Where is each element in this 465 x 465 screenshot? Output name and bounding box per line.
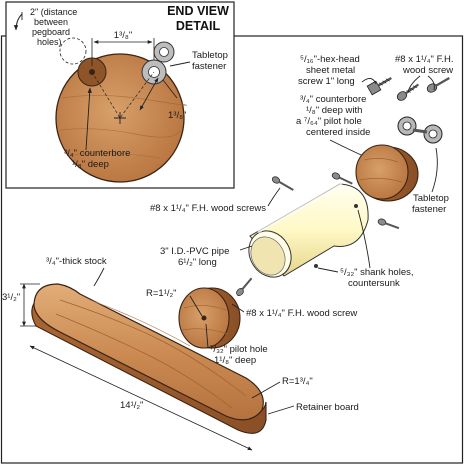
- radius-large: R=1³/₄": [282, 376, 313, 387]
- fh-screw-top-line1: #8 x 1¹/₄" F.H.: [395, 54, 453, 65]
- upper-right-screws: [366, 76, 450, 101]
- shank-line1: ⁵/₃₂" shank holes,: [340, 267, 414, 278]
- dim-top-label: 1³/₈": [114, 30, 132, 41]
- pvc-line1: 3" I.D.-PVC pipe: [160, 246, 229, 257]
- detail-fastener-line2: fastener: [192, 61, 226, 72]
- hole-note-line3: pegboard: [32, 27, 70, 37]
- pvc-pipe: [248, 182, 369, 278]
- pilot-line1: ⁷/₃₂" pilot hole: [210, 344, 268, 355]
- end-view-detail-inset: END VIEW DETAIL 2" (distance between peg…: [5, 1, 235, 189]
- cb-line1: ³/₄" counterbore: [300, 94, 366, 105]
- retainer-label: Retainer board: [296, 402, 359, 413]
- tabletop-line1: Tabletop: [413, 193, 449, 204]
- detail-counterbore-line1: ³/₄" counterbore: [64, 148, 130, 159]
- pipe-screws: [236, 172, 400, 296]
- small-disc: [178, 287, 241, 349]
- stock-label: ³/₄"-thick stock: [46, 256, 107, 267]
- tabletop-fastener: [397, 116, 443, 144]
- cb-line2: ¹/₈" deep with: [306, 105, 362, 116]
- tabletop-line2: fastener: [412, 204, 446, 215]
- pegboard-hole-outline: [59, 37, 87, 65]
- hole-note-line1: 2" (distance: [30, 7, 77, 17]
- radius-small: R=1¹/₂": [146, 288, 177, 299]
- dim-diag-label: 1³/₈": [168, 110, 186, 121]
- end-disc-right: [355, 144, 419, 202]
- hole-note-line4: holes): [37, 37, 62, 47]
- cb-line3: a ⁷/₆₄" pilot hole: [296, 116, 362, 127]
- detail-title-line2: DETAIL: [176, 19, 221, 33]
- cb-line4: centered inside: [306, 127, 370, 138]
- hole-note-line2: between: [34, 17, 68, 27]
- hex-screw-line3: screw 1" long: [298, 76, 355, 87]
- fh-screw-low: #8 x 1¹/₄" F.H. wood screw: [246, 308, 357, 319]
- detail-title-line1: END VIEW: [167, 4, 229, 18]
- pvc-line2: 6¹/₂" long: [178, 257, 217, 268]
- detail-fastener-line1: Tabletop: [192, 50, 228, 61]
- fh-screw-top-line2: wood screw: [402, 65, 453, 76]
- fh-screws-mid: #8 x 1¹/₄" F.H. wood screws: [150, 203, 266, 214]
- hex-screw-line1: ⁵/₁₆"-hex-head: [300, 54, 360, 65]
- hex-screw-line2: sheet metal: [306, 65, 355, 76]
- shank-line2: countersunk: [348, 278, 400, 289]
- detail-counterbore-line2: ¹/₈" deep: [72, 159, 109, 170]
- length-label: 14¹/₂": [120, 400, 143, 411]
- height-label: 3¹/₂": [2, 292, 20, 303]
